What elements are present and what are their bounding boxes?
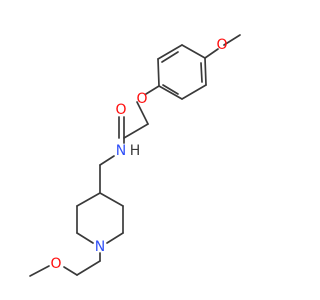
bond-ring-o-ether (145, 85, 160, 95)
bond-pip-1 (99, 192, 124, 207)
bond-tail-3 (63, 266, 78, 276)
atom-h-amide: H (130, 143, 141, 159)
bond-tail-4 (29, 265, 50, 277)
bond-pip-4 (76, 232, 94, 244)
atom-n-amide: N (116, 143, 126, 159)
bond-methyl-o (223, 34, 241, 46)
bond-o-ch2 (136, 101, 149, 125)
bond-pip-6 (76, 192, 101, 207)
bond-ring-4 (157, 58, 160, 87)
atom-o-para-methoxy: O (216, 37, 227, 53)
bond-pip-3 (106, 232, 124, 244)
bond-o-ring-top (204, 48, 219, 59)
atom-n-piperidine: N (95, 239, 105, 255)
bond-ring-2 (181, 84, 207, 100)
bond-ring-6 (181, 44, 206, 59)
bond-n-ch2 (99, 155, 115, 166)
atom-o-carbonyl: O (115, 102, 126, 118)
bond-ring-5 (157, 44, 183, 60)
atom-o-ether: O (136, 91, 147, 107)
bond-ring-double-3 (161, 51, 179, 63)
atom-labels: O O O N H N O (50, 37, 227, 272)
bond-tail-2 (76, 260, 101, 276)
bond-ring-1 (204, 57, 207, 86)
bonds (29, 34, 241, 277)
bond-ring-3 (158, 85, 183, 100)
bond-ch2-c (123, 123, 149, 139)
atom-o-tail: O (50, 256, 61, 272)
bond-ring-double-2 (162, 84, 179, 95)
molecule-structure: O O O N H N O (29, 34, 241, 277)
bond-ring-double-1 (200, 62, 203, 83)
